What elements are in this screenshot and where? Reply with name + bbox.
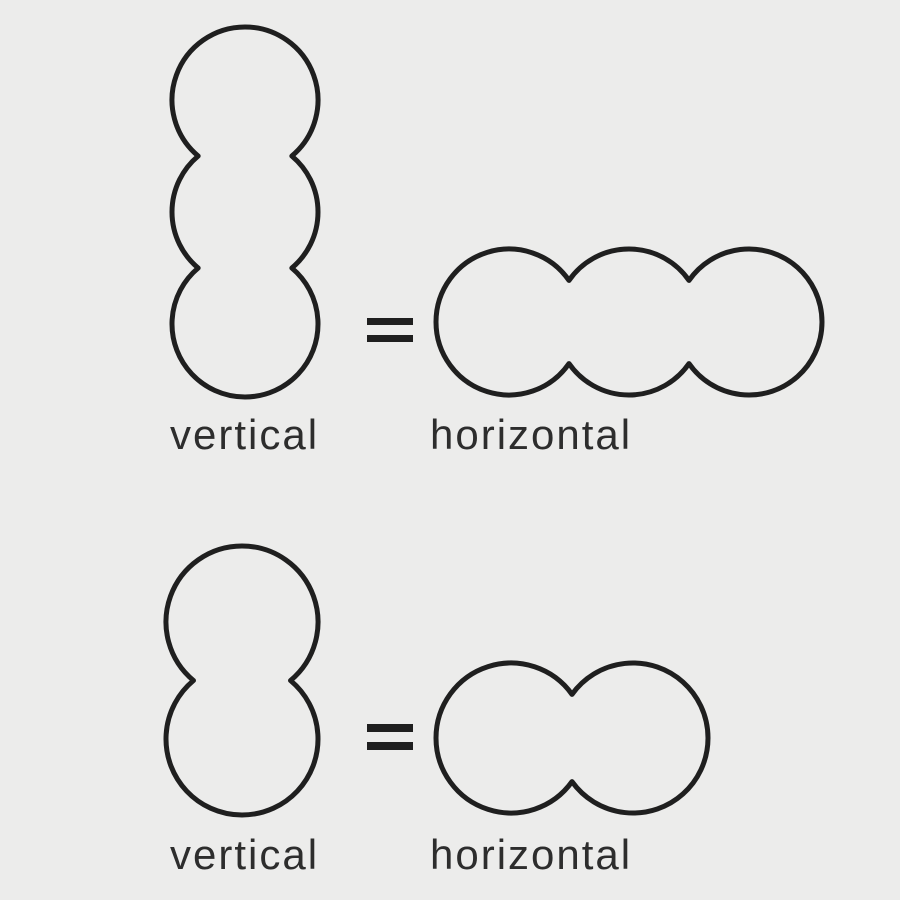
label-horizontal-bottom: horizontal — [430, 831, 633, 878]
horizontal-chain-2-circles-row-2 — [433, 660, 711, 816]
equals-sign-bar — [367, 335, 413, 342]
equals-sign-bar — [367, 724, 413, 732]
equals-sign-bar — [367, 742, 413, 750]
label-horizontal-top: horizontal — [430, 411, 633, 458]
label-vertical-bottom: vertical — [170, 831, 320, 878]
label-vertical-top: vertical — [170, 411, 320, 458]
vertical-chain-3-circles-row-1 — [169, 24, 321, 400]
horizontal-chain-3-circles-row-1 — [433, 246, 825, 398]
equals-sign-bar — [367, 318, 413, 325]
vertical-chain-2-circles-row-2 — [163, 543, 321, 818]
